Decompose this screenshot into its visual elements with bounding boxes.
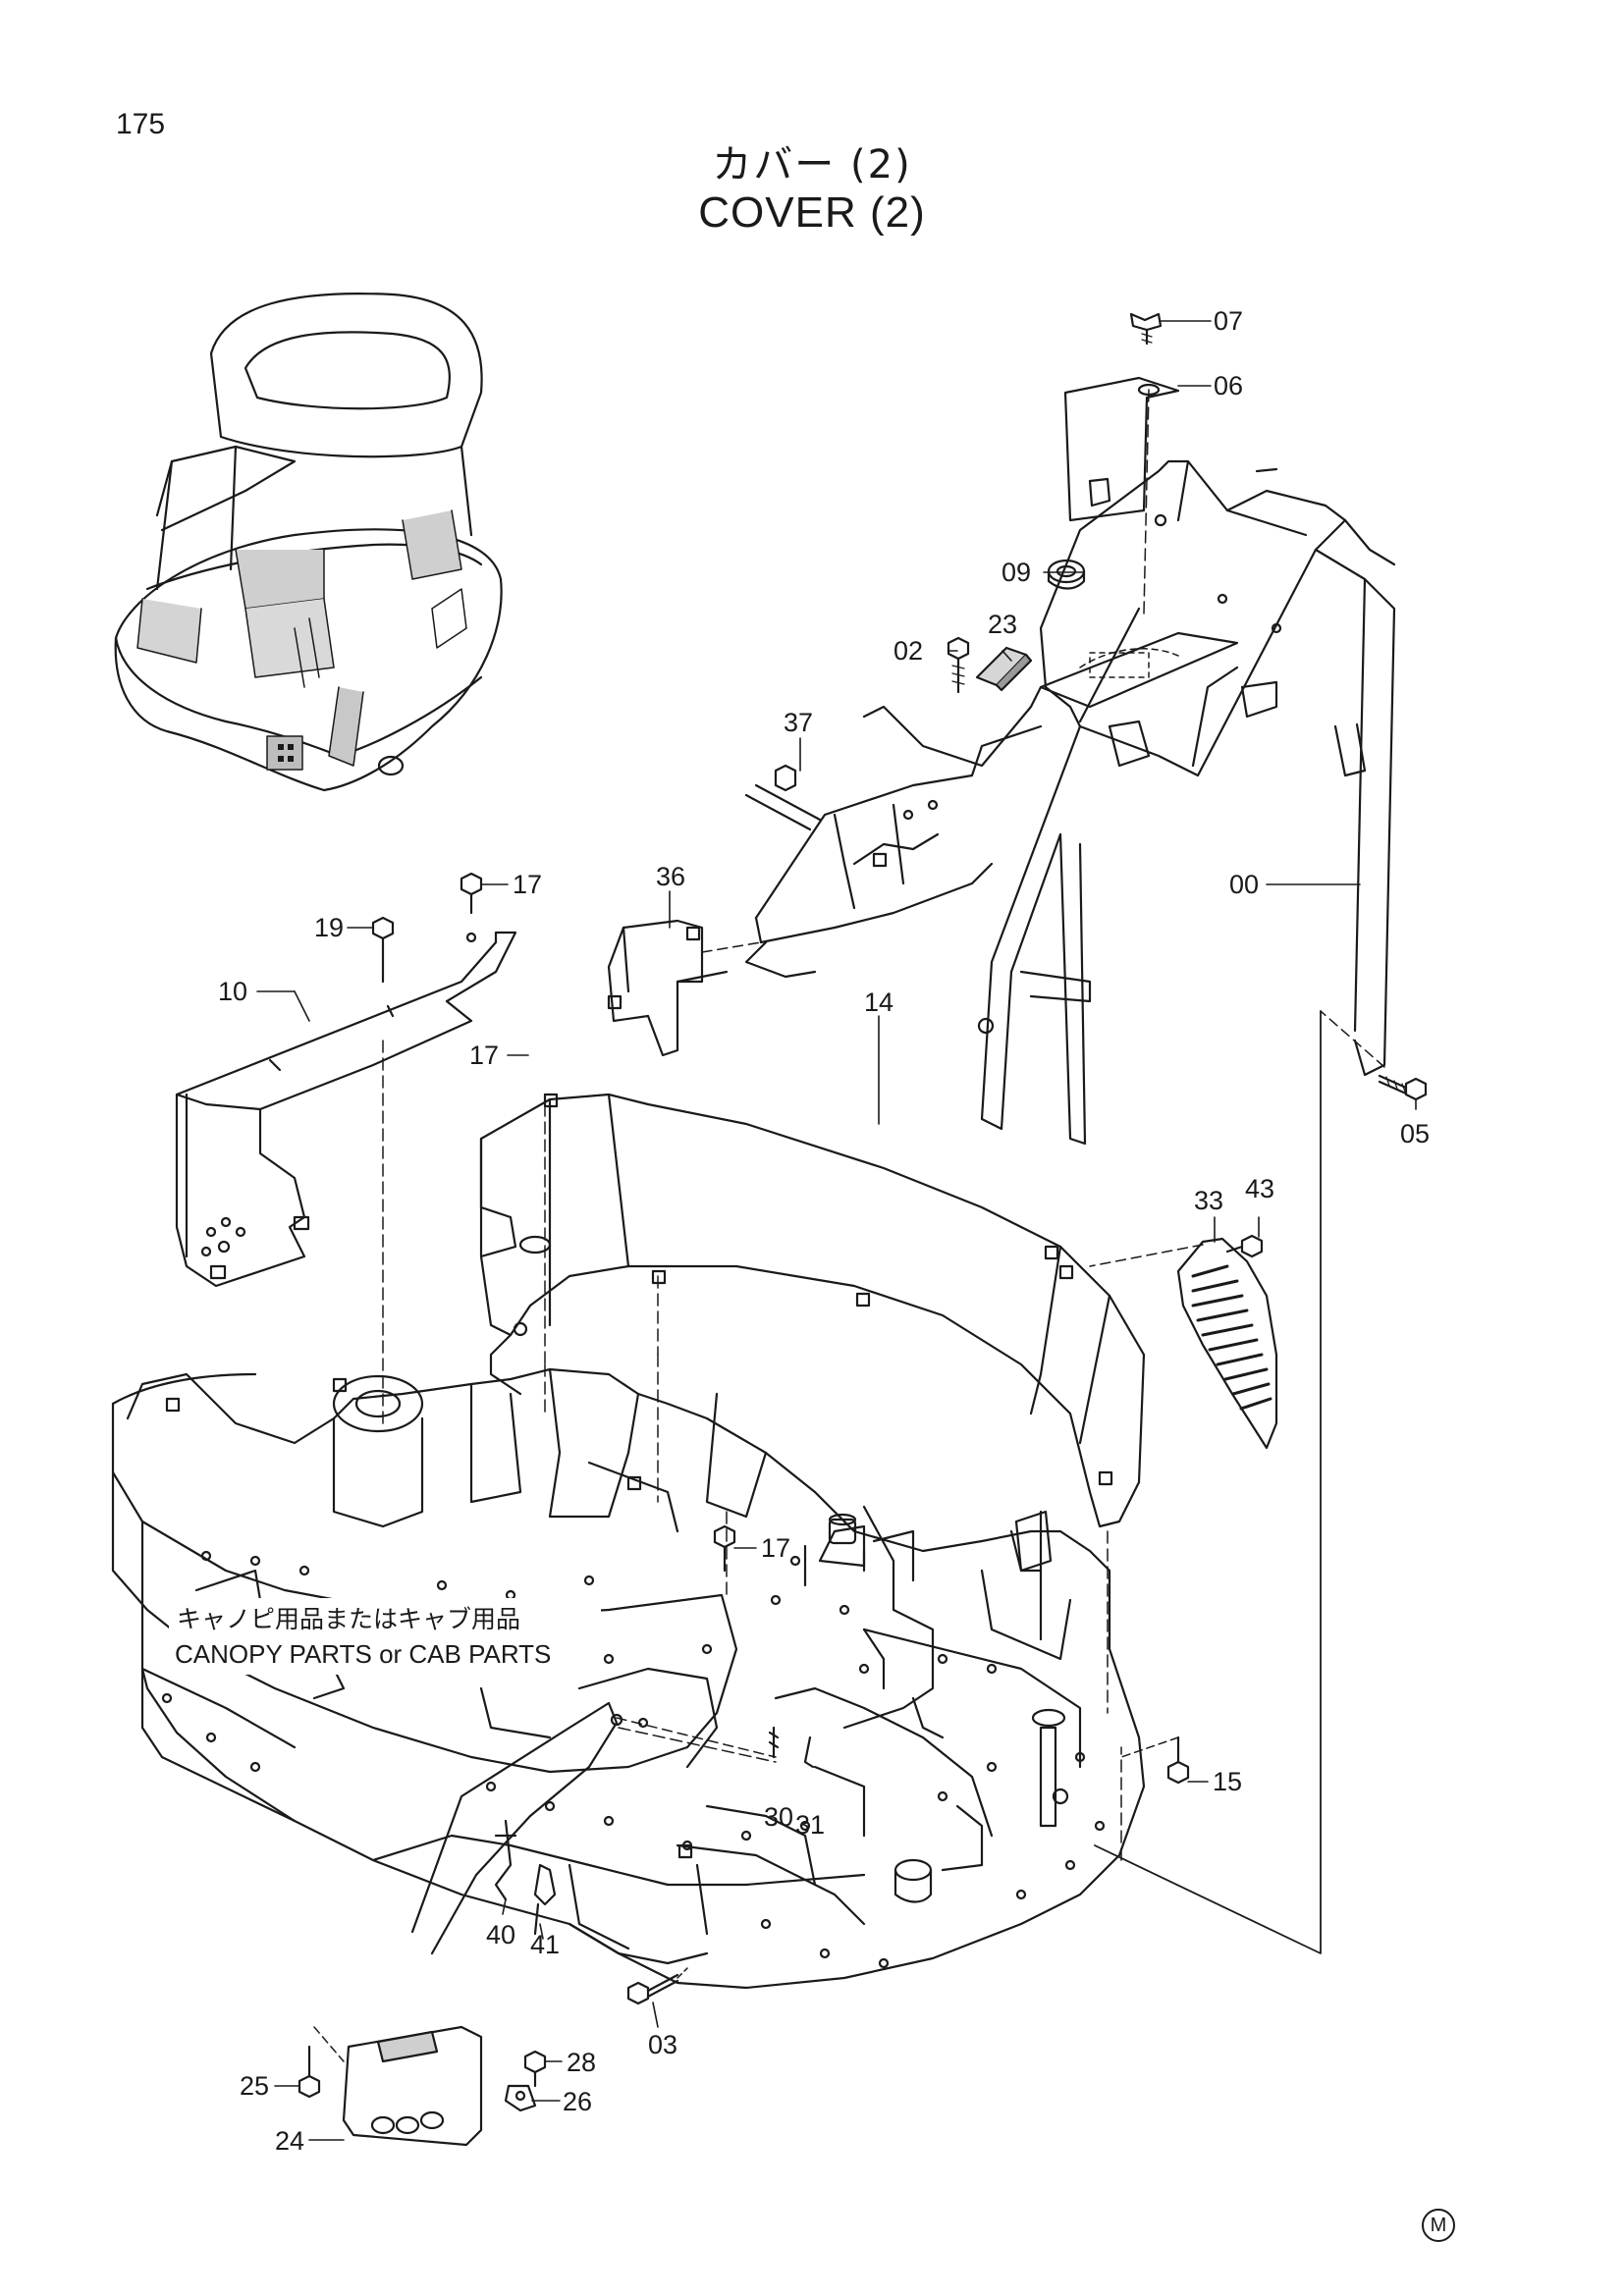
label-40: 40 — [486, 1920, 515, 1949]
bolt-03 — [626, 1967, 688, 2005]
label-17-b: 17 — [469, 1041, 499, 1070]
cover-link-rod — [410, 1701, 777, 1955]
front-panel-06 — [1063, 376, 1180, 614]
bolt-02 — [947, 636, 970, 694]
bolt-17-upper — [460, 872, 483, 915]
label-leader-lines — [256, 320, 1417, 2141]
revolving-frame — [111, 1367, 1146, 1990]
label-05: 05 — [1400, 1119, 1430, 1148]
label-33: 33 — [1194, 1186, 1223, 1215]
label-15: 15 — [1213, 1767, 1242, 1796]
bolt-19 — [371, 916, 395, 1424]
label-10: 10 — [218, 977, 247, 1006]
label-06: 06 — [1214, 371, 1243, 400]
page-number: 175 — [116, 108, 166, 140]
label-19: 19 — [314, 913, 344, 942]
manufacturer-mark: M — [1422, 2209, 1455, 2242]
label-37: 37 — [784, 708, 813, 737]
label-23: 23 — [988, 610, 1017, 639]
bracket-10 — [175, 931, 517, 1288]
label-36: 36 — [656, 862, 685, 891]
leader-dashed-lines — [544, 1354, 1122, 1861]
latch-26 — [504, 2084, 537, 2112]
label-00: 00 — [1229, 870, 1259, 899]
label-17-a: 17 — [513, 870, 542, 899]
bolt-17-middle — [713, 1524, 736, 1573]
label-14: 14 — [864, 988, 893, 1017]
frame-leader-line — [1094, 1010, 1322, 1954]
clips-30-31 — [768, 1726, 815, 1769]
part-labels: 07 06 09 23 02 37 17 19 36 10 14 00 05 3… — [169, 306, 1430, 2156]
label-24: 24 — [275, 2126, 304, 2156]
grille-33 — [1089, 1237, 1278, 1450]
cover-24 — [313, 2025, 483, 2147]
title-japanese: カバー (2) — [712, 142, 912, 187]
label-09: 09 — [1001, 558, 1031, 587]
label-07: 07 — [1214, 306, 1243, 336]
bolt-05 — [1320, 1010, 1428, 1101]
plate-23 — [975, 646, 1033, 692]
label-17-c: 17 — [761, 1533, 790, 1563]
label-03: 03 — [648, 2030, 677, 2059]
canopy-frame — [862, 459, 1396, 1146]
bolt-25 — [298, 2045, 321, 2099]
label-28: 28 — [567, 2048, 596, 2077]
canopy-cab-note-en: CANOPY PARTS or CAB PARTS — [175, 1639, 551, 1669]
title-english: COVER (2) — [698, 188, 926, 237]
machine-thumbnail — [114, 293, 503, 792]
bolt-43 — [1225, 1234, 1264, 1258]
grommet-09 — [1047, 559, 1086, 590]
label-43: 43 — [1245, 1174, 1274, 1203]
roof-plate — [1039, 631, 1239, 709]
label-26: 26 — [563, 2087, 592, 2116]
label-02: 02 — [893, 636, 923, 666]
bolt-28 — [523, 2050, 547, 2088]
label-31: 31 — [795, 1810, 825, 1840]
label-41: 41 — [530, 1930, 560, 1959]
wing-bolt-07 — [1129, 312, 1163, 346]
label-25: 25 — [240, 2071, 269, 2101]
bolt-15 — [1120, 1735, 1190, 1785]
canopy-frame-lower — [744, 724, 1043, 979]
rear-cover-14 — [479, 1093, 1146, 1528]
canopy-cab-note-ja: キャノピ用品またはキャブ用品 — [177, 1605, 520, 1633]
bracket-36 — [607, 919, 762, 1057]
label-30: 30 — [764, 1802, 793, 1832]
stay-37 — [744, 764, 822, 831]
